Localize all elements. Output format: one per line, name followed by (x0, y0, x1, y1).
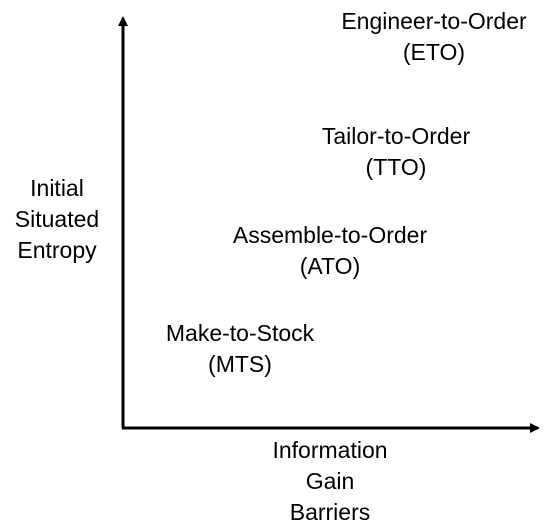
item-mts: Make-to-Stock (MTS) (166, 318, 314, 380)
item-ato-abbr: (ATO) (299, 253, 361, 279)
y-axis-label-line-1: Initial (30, 175, 84, 201)
item-eto-abbr: (ETO) (402, 39, 466, 65)
item-tto: Tailor-to-Order (TTO) (322, 121, 470, 183)
item-tto-name: Tailor-to-Order (321, 123, 471, 149)
x-axis-label-line-3: Barriers (289, 499, 371, 525)
x-axis-label: Information Gain Barriers (272, 435, 387, 528)
item-eto: Engineer-to-Order (ETO) (341, 6, 526, 68)
x-axis-label-line-1: Information (272, 437, 388, 463)
item-tto-abbr: (TTO) (365, 154, 427, 180)
y-axis-label: Initial Situated Entropy (15, 173, 99, 266)
item-ato-name: Assemble-to-Order (232, 222, 428, 248)
item-ato: Assemble-to-Order (ATO) (233, 220, 427, 282)
item-mts-abbr: (MTS) (208, 351, 272, 377)
y-axis-label-line-2: Situated (14, 206, 100, 232)
y-axis-label-line-3: Entropy (17, 237, 97, 263)
item-mts-name: Make-to-Stock (165, 320, 315, 346)
x-axis-label-line-2: Gain (305, 468, 355, 494)
item-eto-name: Engineer-to-Order (341, 8, 527, 34)
